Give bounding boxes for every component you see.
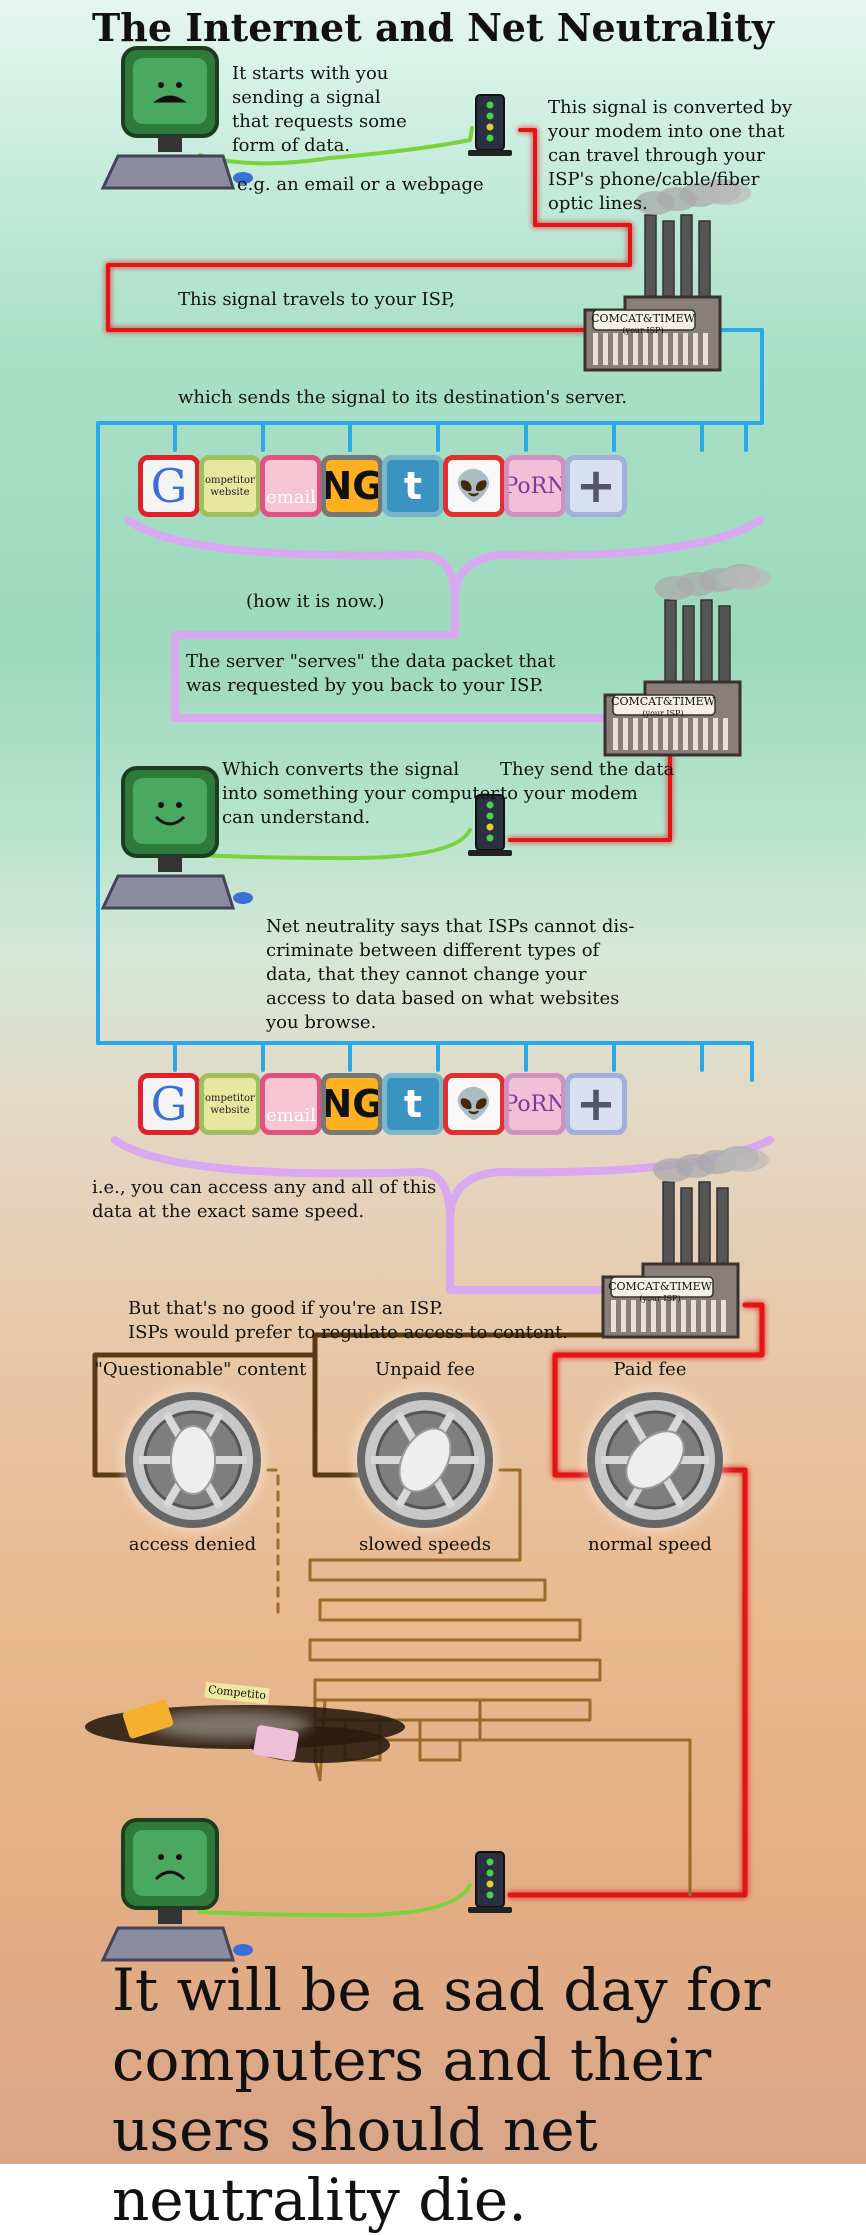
server-branch-lines-1 (173, 421, 748, 452)
server-logo-ng: NG (321, 455, 383, 517)
step-to-server-text: which sends the signal to its destinatio… (178, 387, 628, 408)
how-it-is-now-text: (how it is now.) (246, 591, 385, 612)
step-computer-converts-text: Which converts the signal into something… (222, 759, 499, 828)
server-logo-reddit: 👽 (443, 1073, 505, 1135)
server-logo-text: t (403, 1082, 423, 1126)
server-logo-text: Competitor's (199, 1092, 261, 1104)
computer-icon (100, 46, 253, 190)
signal-line-isp-modem-2 (508, 753, 672, 842)
return-line-servers-isp (171, 596, 614, 722)
isp-factory-icon (601, 1146, 769, 1339)
throttle-valve-icon (355, 1390, 495, 1530)
server-logo-reddit: 👽 (443, 455, 505, 517)
signal-line-computer-modem-1 (198, 126, 474, 166)
step-example-text: e.g. an email or a webpage (237, 174, 484, 195)
server-logo-text: G (150, 459, 188, 513)
isp-subtitle: (your ISP) (639, 1294, 681, 1303)
modem-icon (468, 94, 512, 156)
step-server-serves-text: The server "serves" the data packet that… (186, 651, 556, 696)
isp-factory-icon (583, 179, 751, 372)
isp-name: COMCAT&TIMEW (591, 312, 695, 325)
server-logo-email: email (260, 1073, 322, 1135)
denied-drop-line (266, 1468, 280, 1622)
server-logo-text: + (575, 1076, 617, 1132)
server-logo-twitter: t (382, 1073, 444, 1135)
server-logo-text: NG (321, 1082, 383, 1126)
modem-icon (468, 1851, 512, 1913)
step-start-text: It starts with you sending a signal that… (232, 63, 407, 156)
server-logo-porn: PoRN (504, 1073, 566, 1135)
server-logo-ng: NG (321, 1073, 383, 1135)
tier-questionable-label: "Questionable" content (94, 1359, 307, 1380)
tier-unpaid-result: slowed speeds (359, 1534, 491, 1555)
same-speed-text: i.e., you can access any and all of this… (92, 1177, 437, 1222)
net-neutrality-definition-text: Net neutrality says that ISPs cannot dis… (266, 916, 635, 1033)
server-logo-google: G (138, 1073, 200, 1135)
tier-paid-result: normal speed (588, 1534, 712, 1555)
server-logo-text: email (266, 486, 316, 508)
tier-unpaid-label: Unpaid fee (375, 1359, 475, 1380)
isp-name: COMCAT&TIMEW (611, 695, 715, 708)
server-logo-text: + (575, 458, 617, 514)
signal-line-modem-computer-2 (198, 828, 472, 861)
isp-subtitle: (your ISP) (622, 326, 664, 335)
isp-preference-text: But that's no good if you're an ISP. ISP… (128, 1298, 569, 1343)
step-send-modem-text: They send the data to your modem (500, 759, 675, 804)
isp-label-3: COMCAT&TIMEW (your ISP) (605, 1280, 715, 1304)
computer-icon (100, 1818, 253, 1962)
step-modem-converts-text: This signal is converted by your modem i… (548, 97, 793, 214)
tier-line-unpaid (312, 1332, 603, 1478)
server-logo-text: PoRN (504, 1091, 566, 1117)
server-logo-text: NG (321, 464, 383, 508)
isp-label-2: COMCAT&TIMEW (your ISP) (608, 695, 718, 719)
isp-name: COMCAT&TIMEW (608, 1280, 712, 1293)
diagram-art (85, 46, 774, 1962)
tier-questionable-result: access denied (128, 1534, 257, 1555)
server-logo-text: 👽 (455, 1086, 493, 1122)
isp-factory-icon (603, 564, 771, 757)
server-logo-subtext: website (210, 1104, 250, 1116)
server-logo-text: 👽 (455, 468, 493, 504)
tier-line-paid (552, 1302, 765, 1478)
server-logo-google: G (138, 455, 200, 517)
server-logo-email: email (260, 455, 322, 517)
page-title: The Internet and Net Neutrality (91, 5, 775, 50)
trash-heap (85, 1699, 405, 1763)
server-logo-text: Competitor's (199, 474, 261, 486)
server-logo-text: G (150, 1077, 188, 1131)
tier-line-questionable (92, 1352, 318, 1478)
signal-line-modem-isp (106, 128, 632, 332)
server-logo-subtext: website (210, 486, 250, 498)
request-line-isp-servers (96, 328, 764, 1045)
server-branch-lines-2 (173, 1041, 704, 1072)
computer-icon (100, 766, 253, 910)
slowed-maze-line (308, 1468, 692, 1897)
throttle-valve-icon (585, 1390, 725, 1530)
server-logo-text: t (403, 464, 423, 508)
isp-label-1: COMCAT&TIMEW (your ISP) (588, 312, 698, 336)
server-logo-plus: + (565, 455, 627, 517)
server-logo-porn: PoRN (504, 455, 566, 517)
server-logo-twitter: t (382, 455, 444, 517)
server-logo-plus: + (565, 1073, 627, 1135)
signal-line-paid-modem-3 (507, 1467, 748, 1898)
tier-paid-label: Paid fee (613, 1359, 687, 1380)
return-line-servers-isp-2 (446, 1216, 609, 1294)
modem-icon (468, 794, 512, 856)
closing-statement: It will be a sad day for computers and t… (112, 1956, 771, 2234)
request-line-servers-2 (96, 1041, 754, 1082)
isp-subtitle: (your ISP) (642, 709, 684, 718)
signal-line-modem-computer-3 (198, 1883, 472, 1918)
server-logo-text: email (266, 1104, 316, 1126)
step-travels-isp-text: This signal travels to your ISP, (178, 289, 456, 310)
throttle-valve-icon (123, 1390, 263, 1530)
server-logo-text: PoRN (504, 473, 566, 499)
